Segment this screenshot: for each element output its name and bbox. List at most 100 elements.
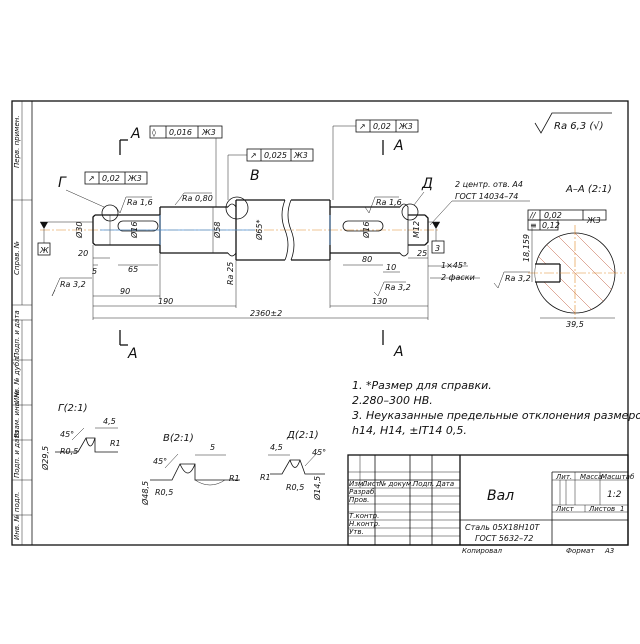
detail-v: В(2:1) 45° 5 R1 R0,5 Ø48,5: [140, 433, 240, 506]
tb-col-doc: № докум.: [378, 480, 414, 488]
tol-value-4: 0,02: [373, 122, 391, 131]
chamfer-label: 1×45°: [441, 261, 467, 270]
detail-letter-g: Г: [58, 175, 67, 191]
ra32-left: Ra 3,2: [60, 280, 86, 289]
section-tol-sym: 0,12: [542, 221, 560, 230]
dim-phi58: Ø58: [212, 222, 222, 239]
tb-part-name: Вал: [487, 488, 514, 504]
dim-90: 90: [120, 287, 130, 296]
note-3: 3. Неуказанные предельные отклонения раз…: [352, 409, 640, 422]
tb-copied: Копировал: [462, 547, 503, 555]
side-label-dubl: Инв. № дубл.: [13, 355, 21, 403]
roughness-general-text: Ra 6,3 (√): [554, 121, 604, 132]
cut-label-right-bottom: А: [393, 344, 404, 360]
dim-2360: 2360±2: [250, 309, 282, 318]
section-aa: А–А (2:1) 39,5 18,159 Ra 3,2: [493, 184, 625, 329]
detail-d-r05: R0,5: [286, 483, 304, 492]
dim-phi65: Ø65*: [254, 220, 264, 241]
tb-row-prov: Пров.: [349, 496, 369, 504]
tb-row-tkontr: Т.контр.: [349, 512, 379, 520]
notes: 1. *Размер для справки. 2.280–300 HB. 3.…: [352, 379, 640, 437]
detail-v-title: В(2:1): [163, 433, 194, 444]
detail-letter-v: В: [250, 168, 260, 184]
dim-phi16b: Ø16: [361, 222, 371, 239]
detail-g-angle: 45°: [60, 430, 74, 439]
detail-d-d45: 4,5: [270, 443, 283, 452]
tb-sheet: Лист: [555, 505, 575, 513]
svg-text://: //: [529, 211, 537, 220]
detail-d: Д(2:1) 45° 4,5 R1 R0,5 Ø14,5: [260, 430, 326, 501]
two-chamfers-label: 2 фаски: [441, 273, 475, 282]
ra32-right: Ra 3,2: [385, 283, 411, 292]
note-1: 1. *Размер для справки.: [352, 379, 492, 392]
tol-datum-1: Ж3: [201, 128, 216, 137]
section-width: 39,5: [566, 320, 584, 329]
dim-190: 190: [158, 297, 173, 306]
detail-v-phi: Ø48,5: [140, 481, 150, 506]
side-label-podp1: Подп. и дата: [13, 310, 21, 358]
section-datum: Ж3: [586, 216, 601, 225]
tb-col-podp: Подп.: [413, 480, 434, 488]
svg-text:↗: ↗: [250, 151, 257, 160]
tb-mass: Масса: [580, 473, 602, 481]
tb-row-nkontr: Н.контр.: [349, 520, 380, 528]
section-ra: Ra 3,2: [505, 274, 531, 283]
tol-frame-1: ◊ 0,016 Ж3: [149, 125, 223, 207]
detail-circle-g: [101, 204, 119, 222]
break-right: [287, 199, 295, 261]
note-2: 2.280–300 HB.: [352, 394, 433, 407]
tb-format-value: А3: [604, 547, 614, 555]
tol-value-2: 0,025: [264, 151, 287, 160]
note-4: h14, H14, ±IT14 0,5.: [352, 424, 467, 437]
datum-three: 3: [435, 244, 440, 253]
detail-g-r1: R1: [110, 439, 121, 448]
svg-text:↗: ↗: [359, 122, 366, 131]
detail-v-d5: 5: [210, 443, 215, 452]
dim-10: 10: [386, 263, 396, 272]
detail-d-r1: R1: [260, 473, 271, 482]
keyway-right: [342, 220, 384, 232]
svg-text:≡: ≡: [530, 221, 537, 230]
dim-20: 20: [78, 249, 88, 258]
side-label-perv: Перв. примен.: [13, 115, 21, 168]
dim-5: 5: [92, 267, 97, 276]
tb-material-2: ГОСТ 5632–72: [475, 534, 533, 543]
tol-frame-4: ↗ 0,02 Ж3: [332, 119, 419, 200]
tb-sheets: Листов: [588, 505, 615, 513]
tol-frame-2: ↗ 0,025 Ж3: [227, 148, 314, 200]
tb-scale-label: Масштаб: [601, 473, 635, 481]
tb-col-date: Дата: [435, 480, 454, 488]
ra16-right: Ra 1,6: [376, 198, 402, 207]
section-depth: 18,159: [522, 234, 531, 262]
side-label-sprav: Справ. №: [13, 241, 21, 275]
side-label-podl: Инв. № подл.: [13, 492, 21, 540]
side-label-podp2: Подп. и дата: [13, 430, 21, 478]
detail-g-r05: R0,5: [60, 447, 78, 456]
dim-65: 65: [128, 265, 138, 274]
datum-zh: Ж: [39, 246, 49, 255]
detail-circle-d: [401, 203, 419, 221]
detail-circle-v: [225, 196, 249, 220]
title-block: Изм. Лист № докум. Подп. Дата Разраб. Пр…: [347, 454, 635, 546]
tb-material-1: Сталь 05Х18Н10Т: [465, 523, 541, 532]
tb-col-list: Лист: [361, 480, 381, 488]
detail-v-r05: R0,5: [155, 488, 173, 497]
tol-value-1: 0,016: [169, 128, 192, 137]
dim-phi30: Ø30: [74, 222, 84, 239]
tb-format: Формат: [566, 547, 595, 555]
detail-g: Г(2:1) 45° 4,5 R1 R0,5 Ø29,5: [40, 403, 121, 471]
break-left: [281, 199, 289, 261]
detail-v-r1: R1: [229, 474, 240, 483]
dim-130: 130: [372, 297, 387, 306]
dim-80: 80: [362, 255, 372, 264]
ra16-left: Ra 1,6: [127, 198, 153, 207]
tol-value-3: 0,02: [102, 174, 120, 183]
side-label-vzam: Взам. инв. №: [13, 390, 21, 438]
dim-ra25: Ra 25: [226, 262, 235, 285]
dim-phi16: Ø16: [129, 222, 139, 239]
tb-col-izm: Изм.: [349, 480, 365, 488]
side-strip: Перв. примен. Справ. № Подп. и дата Инв.…: [12, 100, 32, 545]
svg-text:◊: ◊: [152, 128, 156, 137]
